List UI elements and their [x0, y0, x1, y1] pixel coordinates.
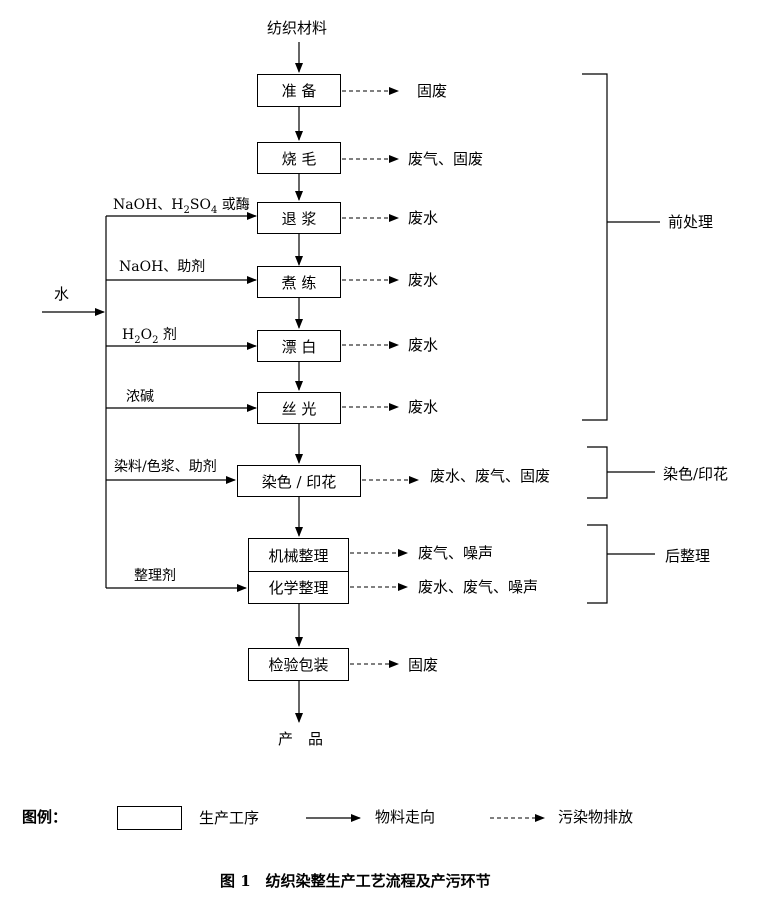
stage-finishing: 后整理	[665, 547, 711, 565]
step-singeing: 烧 毛	[257, 142, 341, 174]
stage-pretreatment: 前处理	[668, 213, 714, 231]
step-chemical-finishing: 化学整理	[248, 571, 349, 604]
legend-flow-label: 物料走向	[375, 808, 436, 826]
figure-caption: 图 1 纺织染整生产工艺流程及产污环节	[220, 872, 491, 890]
input-material-label: 纺织材料	[267, 19, 328, 37]
emission-mercerizing: 废水	[408, 398, 439, 416]
legend-process-box	[117, 806, 182, 830]
emission-chemical-finishing: 废水、废气、噪声	[418, 578, 539, 596]
step-mercerizing: 丝 光	[257, 392, 341, 424]
emission-singeing: 废气、固废	[408, 150, 484, 168]
emission-preparation: 固废	[417, 82, 448, 100]
additive-desizing: NaOH、H2SO4 或酶	[113, 197, 250, 216]
additive-scouring: NaOH、助剂	[119, 259, 206, 275]
step-preparation: 准 备	[257, 74, 341, 107]
legend-title: 图例：	[22, 808, 68, 826]
emission-dyeing-printing: 废水、废气、固废	[430, 467, 551, 485]
additive-mercerizing: 浓碱	[126, 389, 154, 405]
step-bleaching: 漂 白	[257, 330, 341, 362]
output-product-label: 产 品	[278, 730, 324, 748]
additive-bleaching: H2O2 剂	[122, 327, 177, 346]
legend-pollution-label: 污染物排放	[558, 808, 634, 826]
water-label: 水	[54, 285, 70, 303]
step-inspection-packing: 检验包装	[248, 648, 349, 681]
stage-dyeing-printing: 染色/印花	[663, 465, 729, 483]
emission-desizing: 废水	[408, 209, 439, 227]
legend-process-label: 生产工序	[199, 809, 260, 827]
step-dyeing-printing: 染色 / 印花	[237, 465, 361, 497]
additive-dyeing: 染料/色浆、助剂	[114, 459, 217, 475]
emission-scouring: 废水	[408, 271, 439, 289]
step-desizing: 退 浆	[257, 202, 341, 234]
emission-mechanical-finishing: 废气、噪声	[418, 544, 494, 562]
emission-bleaching: 废水	[408, 336, 439, 354]
step-scouring: 煮 练	[257, 266, 341, 298]
step-mechanical-finishing: 机械整理	[248, 538, 349, 572]
emission-inspection-packing: 固废	[408, 656, 439, 674]
additive-finishing: 整理剂	[134, 568, 176, 584]
